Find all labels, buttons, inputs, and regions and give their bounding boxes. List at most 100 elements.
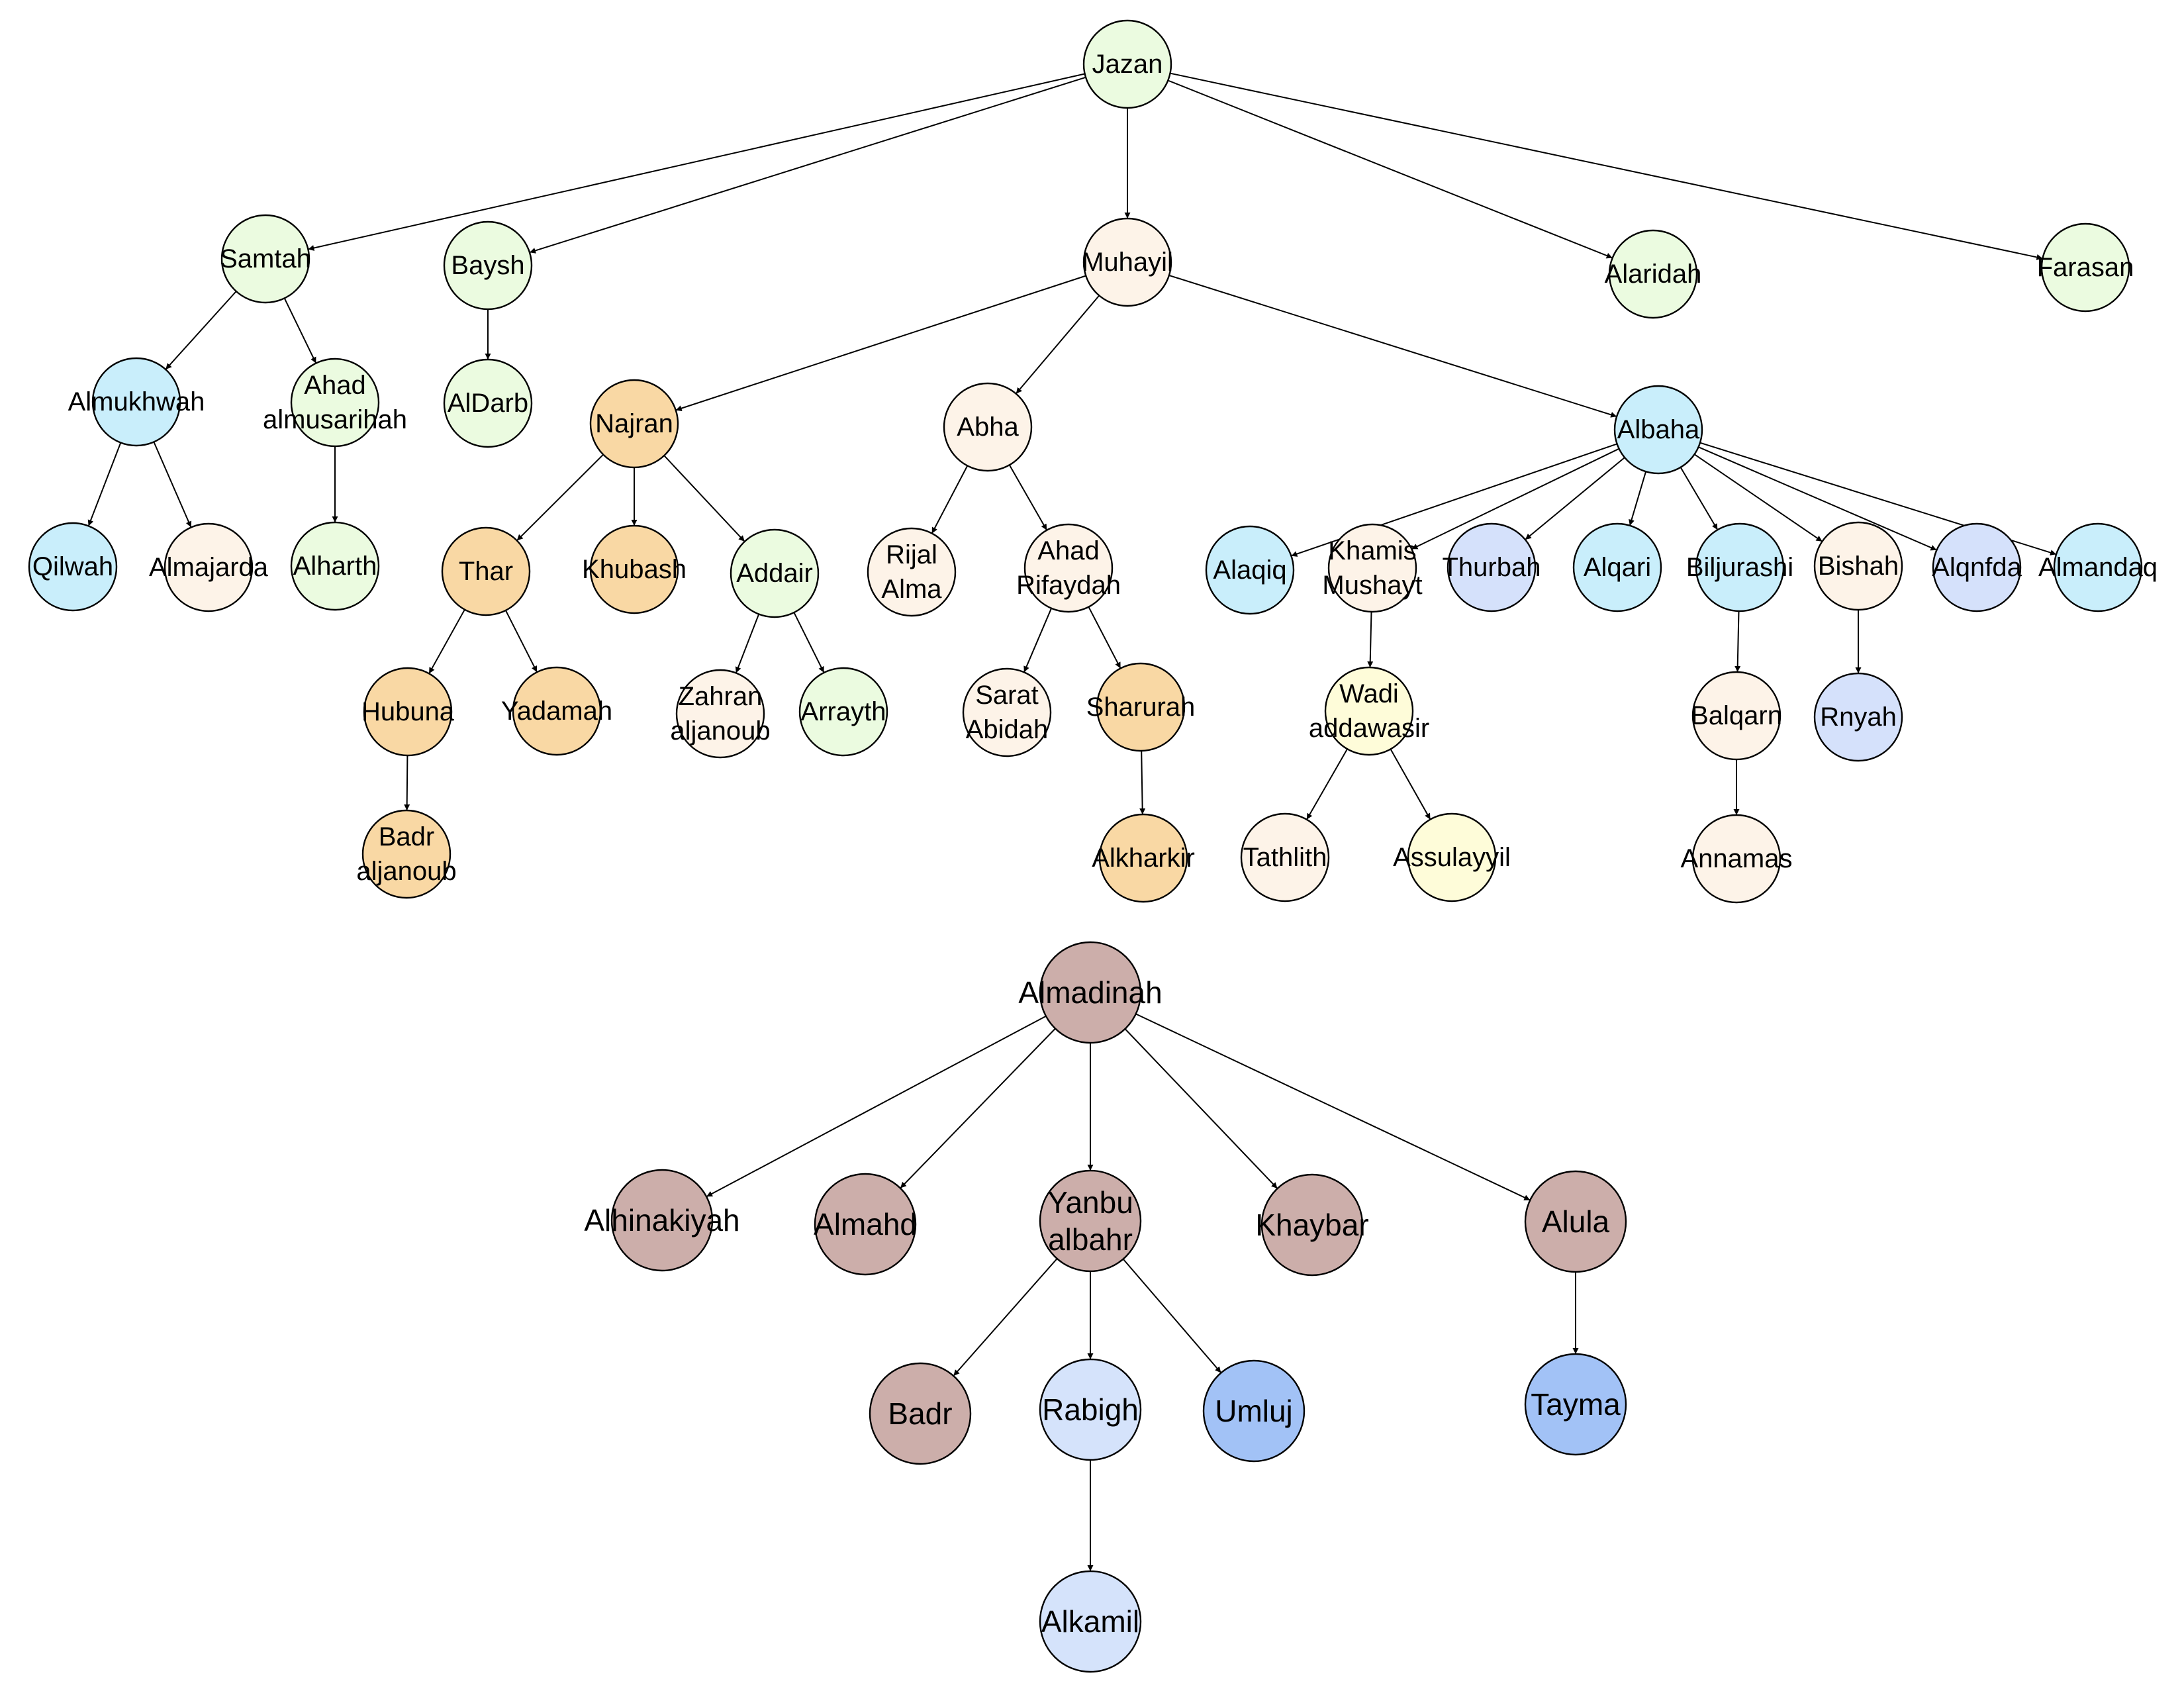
edge-almadinah-to-khaybar [1124, 1028, 1278, 1189]
node-balqarn: Balqarn [1691, 671, 1782, 761]
node-label-badr-aljanoub-line-2: aljanoub [356, 857, 456, 886]
edge-thar-to-hubuna [428, 609, 465, 674]
node-muhayil: Muhayil [1082, 217, 1173, 307]
node-label-alqari: Alqari [1584, 553, 1651, 582]
node-label-jazan: Jazan [1092, 50, 1163, 79]
edge-almadinah-to-alhinakiyah [706, 1015, 1047, 1198]
edge-najran-to-addair [663, 455, 745, 542]
node-wadi-addawasir: Wadi addawasir [1309, 666, 1429, 756]
node-circle-yadamah [512, 666, 602, 756]
node-circle-abha [943, 382, 1033, 472]
edge-wadi-addawasir-to-tathlith [1306, 748, 1348, 820]
node-label-sarat-abidah-line-2: Abidah [966, 715, 1049, 744]
node-label-rijal-alma-line-1: Rijal [886, 540, 937, 569]
node-circle-rabigh [1039, 1358, 1142, 1461]
node-label-zahran-aljanoub-line-2: aljanoub [670, 716, 770, 746]
edge-muhayil-to-abha [1015, 295, 1100, 395]
edge-albaha-to-bishah [1693, 454, 1823, 542]
node-label-tayma: Tayma [1531, 1387, 1621, 1422]
node-label-sarat-abidah-line-1: Sarat [975, 681, 1039, 710]
node-circle-balqarn [1691, 671, 1781, 761]
node-label-wadi-addawasir-line-1: Wadi [1339, 679, 1399, 708]
node-label-khubash: Khubash [582, 555, 687, 584]
node-label-umluj: Umluj [1215, 1394, 1293, 1428]
node-circle-thurbah [1447, 522, 1537, 612]
node-circle-yanbu-albahr [1039, 1169, 1142, 1273]
edge-jazan-to-farasan [1170, 72, 2043, 260]
node-label-bishah: Bishah [1818, 552, 1899, 581]
edge-samtah-to-ahad-almusarihah [283, 297, 317, 364]
node-circle-hubuna [363, 667, 453, 757]
node-label-almukhwah: Almukhwah [68, 387, 205, 416]
node-almandaq: Almandaq [2038, 522, 2158, 612]
node-circle-alqari [1572, 522, 1662, 612]
node-circle-samtah [220, 214, 310, 304]
edge-yanbu-albahr-to-umluj [1122, 1258, 1222, 1374]
node-qilwah: Qilwah [28, 522, 118, 612]
edge-jazan-to-samtah [308, 73, 1085, 251]
node-label-alaridah: Alaridah [1605, 260, 1702, 289]
node-circle-aldarb [443, 358, 533, 448]
node-circle-badr-aljanoub [361, 809, 451, 899]
node-circle-khubash [589, 524, 679, 614]
edge-albaha-to-alqari [1629, 471, 1647, 526]
edge-thar-to-yadamah [505, 610, 538, 673]
node-arrayth: Arrayth [798, 667, 888, 757]
node-baysh: Baysh [443, 220, 533, 311]
edge-albaha-to-thurbah [1525, 457, 1625, 540]
node-almukhwah: Almukhwah [68, 357, 205, 447]
node-label-arrayth: Arrayth [801, 697, 886, 726]
node-label-samtah: Samtah [220, 244, 311, 273]
node-rnyah: Rnyah [1813, 672, 1903, 762]
node-aldarb: AlDarb [443, 358, 533, 448]
node-label-yadamah: Yadamah [501, 697, 612, 726]
node-circle-almandaq [2053, 522, 2143, 612]
node-circle-arrayth [798, 667, 888, 757]
node-label-alkamil: Alkamil [1041, 1604, 1139, 1639]
edge-jazan-to-baysh [529, 76, 1086, 254]
edge-muhayil-to-najran [675, 275, 1086, 411]
edge-sharurah-to-alkharkir [1139, 750, 1146, 815]
node-assulayyil: Assulayyil [1393, 812, 1511, 902]
node-label-ahad-rifaydah-line-1: Ahad [1037, 536, 1099, 565]
node-alqnfda: Alqnfda [1932, 522, 2022, 612]
node-circle-bishah [1813, 521, 1903, 611]
edge-almadinah-to-almahd [900, 1028, 1056, 1189]
node-alaridah: Alaridah [1605, 229, 1702, 319]
node-alula: Alula [1524, 1170, 1627, 1273]
node-label-yanbu-albahr-line-2: albahr [1048, 1222, 1133, 1257]
node-circle-thar [441, 526, 531, 616]
node-label-sharurah: Sharurah [1086, 693, 1196, 722]
node-label-rijal-alma-line-2: Alma [881, 575, 942, 604]
edge-ahad-rifaydah-to-sharurah [1088, 606, 1121, 669]
edge-wadi-addawasir-to-assulayyil [1390, 748, 1431, 820]
node-label-qilwah: Qilwah [32, 552, 113, 581]
node-circle-almahd [814, 1173, 917, 1276]
node-label-wadi-addawasir-line-2: addawasir [1309, 714, 1429, 743]
node-label-alhinakiyah: Alhinakiyah [584, 1203, 739, 1237]
node-label-almandaq: Almandaq [2038, 553, 2158, 582]
node-umluj: Umluj [1202, 1359, 1306, 1463]
edge-khamis-mushayt-to-wadi-addawasir [1367, 611, 1374, 668]
node-label-farasan: Farasan [2037, 253, 2134, 282]
node-addair: Addair [730, 528, 820, 618]
node-circle-almukhwah [91, 357, 181, 447]
node-label-alqnfda: Alqnfda [1932, 553, 2022, 582]
node-hubuna: Hubuna [361, 667, 455, 757]
node-label-albaha: Albaha [1617, 415, 1700, 444]
edge-almukhwah-to-almajarda [153, 442, 192, 528]
node-label-alaqiq: Alaqiq [1213, 556, 1286, 585]
node-almadinah: Almadinah [1018, 941, 1163, 1044]
node-label-badr-aljanoub-line-1: Badr [379, 822, 435, 851]
node-label-ahad-rifaydah-line-2: Rifaydah [1016, 571, 1121, 600]
node-circle-tayma [1524, 1353, 1627, 1456]
edge-najran-to-thar [516, 454, 604, 542]
node-circle-assulayyil [1407, 812, 1497, 902]
node-label-thurbah: Thurbah [1443, 553, 1541, 582]
node-almajarda: Almajarda [149, 522, 269, 612]
node-circle-rnyah [1813, 672, 1903, 762]
node-label-tathlith: Tathlith [1243, 843, 1327, 872]
